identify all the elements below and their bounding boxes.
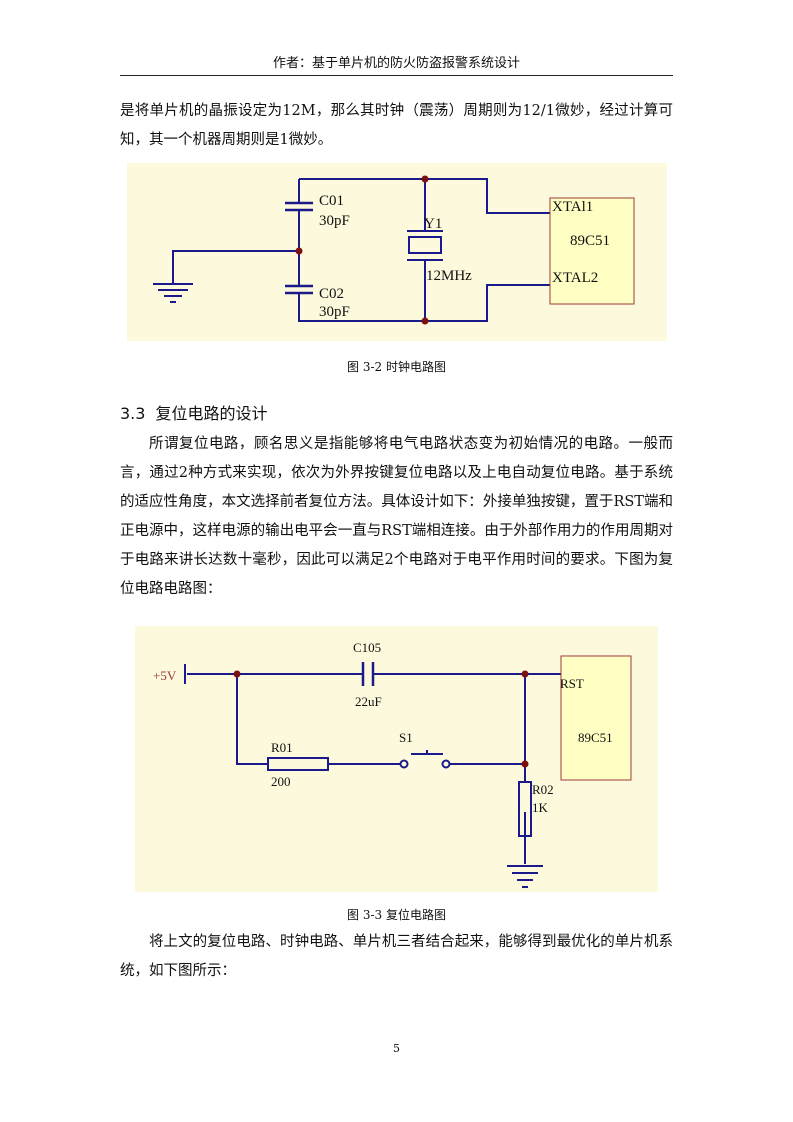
chip-label-89c51-reset: 89C51: [578, 730, 613, 745]
r02-label: R02: [532, 782, 554, 797]
paragraph-3: 将上文的复位电路、时钟电路、单片机三者结合起来，能够得到最优化的单片机系统，如下…: [120, 934, 673, 979]
r02-value: 1K: [532, 800, 549, 815]
s1-label: S1: [399, 730, 413, 745]
paragraph-2: 所谓复位电路，顾名思义是指能够将电气电路状态变为初始情况的电路。一般而言，通过2…: [120, 436, 673, 597]
rst-label: RST: [560, 676, 584, 691]
figure-caption-3-3: 图 3-3 复位电路图: [347, 908, 446, 922]
page-number: 5: [393, 1042, 400, 1055]
section-title: 复位电路的设计: [155, 404, 268, 423]
clock-circuit-figure: C01 30pF C02 30pF Y1 12MHz XTAl1 89C51 X…: [127, 163, 667, 341]
xtal2-label: XTAL2: [552, 270, 598, 286]
c02-value: 30pF: [319, 304, 350, 320]
c105-value: 22uF: [355, 694, 382, 709]
c02-label: C02: [319, 286, 344, 302]
c01-value: 30pF: [319, 213, 350, 229]
chip-label-89c51: 89C51: [570, 233, 610, 249]
reset-circuit-figure: +5V C105 22uF R01 200 S1 R02 1K RST 89C5…: [135, 626, 658, 892]
section-heading: 3.3 复位电路的设计: [120, 400, 277, 424]
y1-value: 12MHz: [426, 268, 472, 284]
r01-value: 200: [271, 774, 291, 789]
c105-label: C105: [353, 640, 381, 655]
vcc-label: +5V: [153, 668, 177, 683]
xtal1-label: XTAl1: [552, 199, 593, 215]
section-number: 3.3: [120, 404, 146, 423]
c01-label: C01: [319, 193, 344, 209]
figure-caption-3-2: 图 3-2 时钟电路图: [347, 360, 446, 374]
y1-label: Y1: [424, 216, 442, 232]
page-header: 作者：基于单片机的防火防盗报警系统设计: [120, 52, 673, 76]
paragraph-1: 是将单片机的晶振设定为12M，那么其时钟（震荡）周期则为12/1微妙，经过计算可…: [120, 103, 673, 148]
r01-label: R01: [271, 740, 293, 755]
